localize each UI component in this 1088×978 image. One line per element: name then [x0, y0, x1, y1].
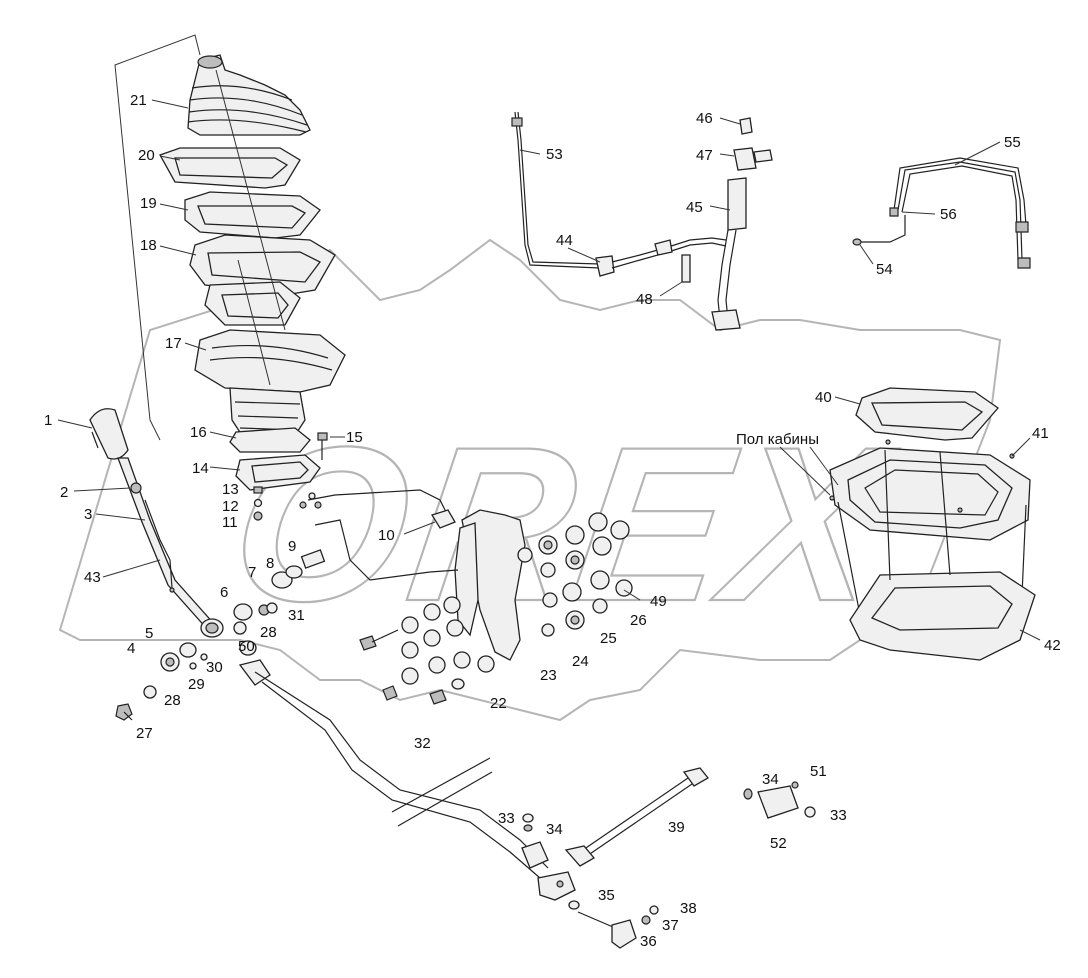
inner-seal — [204, 281, 301, 326]
cabin-floor-housing — [829, 387, 1036, 661]
callout-40: 40 — [815, 389, 832, 406]
callout-24: 24 — [572, 653, 589, 670]
dust-cover — [194, 329, 346, 441]
gear-lever — [89, 408, 216, 631]
top-gasket-40 — [855, 387, 999, 441]
callout-50: 50 — [238, 638, 255, 655]
callout-labels: 1 2 3 4 5 6 7 8 9 10 11 12 13 14 15 16 1… — [44, 92, 1061, 950]
boot-frame — [159, 147, 301, 189]
cabin-floor-label: Пол кабины — [736, 431, 819, 448]
callout-47: 47 — [696, 147, 713, 164]
callout-43: 43 — [84, 569, 101, 586]
callout-20: 20 — [138, 147, 155, 164]
callout-22: 22 — [490, 695, 507, 712]
bracket-52 — [757, 785, 799, 819]
callout-5: 5 — [145, 625, 153, 642]
callout-41: 41 — [1032, 425, 1049, 442]
callout-6: 6 — [220, 584, 228, 601]
callout-25: 25 — [600, 630, 617, 647]
bushings-row — [517, 512, 633, 637]
callout-31: 31 — [288, 607, 305, 624]
watermark: OREX — [58, 238, 1002, 722]
callout-34a: 34 — [546, 821, 563, 838]
callout-34b: 34 — [762, 771, 779, 788]
callout-17: 17 — [165, 335, 182, 352]
callout-1: 1 — [44, 412, 52, 429]
housing-bottom-42 — [849, 571, 1036, 661]
callout-54: 54 — [876, 261, 893, 278]
lever-link-43 — [144, 499, 173, 589]
callout-45: 45 — [686, 199, 703, 216]
lever-pivot-assembly — [115, 549, 326, 721]
callout-15: 15 — [346, 429, 363, 446]
callout-29: 29 — [188, 676, 205, 693]
callout-49: 49 — [650, 593, 667, 610]
callout-55: 55 — [1004, 134, 1021, 151]
callout-3: 3 — [84, 506, 92, 523]
lever-nut — [130, 482, 142, 494]
linkage-assembly — [307, 489, 633, 705]
callout-39: 39 — [668, 819, 685, 836]
rubber-boot — [187, 54, 311, 136]
callout-19: 19 — [140, 195, 157, 212]
leader-lines — [57, 99, 1041, 641]
bolt-15 — [317, 432, 328, 460]
callout-2: 2 — [60, 484, 68, 501]
callout-14: 14 — [192, 460, 209, 477]
selector-shaft — [238, 659, 659, 949]
cover-gasket — [229, 427, 311, 453]
callout-38: 38 — [680, 900, 697, 917]
callout-16: 16 — [190, 424, 207, 441]
callout-36: 36 — [640, 933, 657, 950]
callout-9: 9 — [288, 538, 296, 555]
base-plate — [235, 454, 321, 491]
callout-37: 37 — [662, 917, 679, 934]
callout-33a: 33 — [498, 810, 515, 827]
callout-18: 18 — [140, 237, 157, 254]
callout-27: 27 — [136, 725, 153, 742]
watermark-text: OREX — [219, 401, 906, 647]
link-rod-assembly — [522, 767, 816, 867]
wire-harness — [852, 157, 1031, 269]
shift-boot-assembly — [114, 34, 346, 521]
callout-28b: 28 — [260, 624, 277, 641]
callout-12: 12 — [222, 498, 239, 515]
gasket — [184, 191, 321, 239]
callout-32: 32 — [414, 735, 431, 752]
callout-51: 51 — [810, 763, 827, 780]
callout-35: 35 — [598, 887, 615, 904]
callout-56: 56 — [940, 206, 957, 223]
callout-44: 44 — [556, 232, 573, 249]
hose-assembly — [511, 111, 773, 331]
callout-11: 11 — [222, 514, 238, 531]
callout-53: 53 — [546, 146, 563, 163]
mounting-frame — [189, 234, 336, 296]
bolts-row — [359, 596, 495, 705]
callout-4: 4 — [127, 640, 135, 657]
callout-42: 42 — [1044, 637, 1061, 654]
callout-46: 46 — [696, 110, 713, 127]
callout-48: 48 — [636, 291, 653, 308]
callout-28a: 28 — [164, 692, 181, 709]
callout-10: 10 — [378, 527, 395, 544]
callout-26: 26 — [630, 612, 647, 629]
lever-knob — [89, 408, 129, 460]
callout-8: 8 — [266, 555, 274, 572]
callout-30: 30 — [206, 659, 223, 676]
callout-7: 7 — [248, 564, 256, 581]
watermark-outline — [58, 238, 1002, 722]
callout-13: 13 — [222, 481, 239, 498]
callout-33b: 33 — [830, 807, 847, 824]
callout-23: 23 — [540, 667, 557, 684]
callout-52: 52 — [770, 835, 787, 852]
fasteners-11-13 — [253, 486, 322, 521]
callout-21: 21 — [130, 92, 147, 109]
